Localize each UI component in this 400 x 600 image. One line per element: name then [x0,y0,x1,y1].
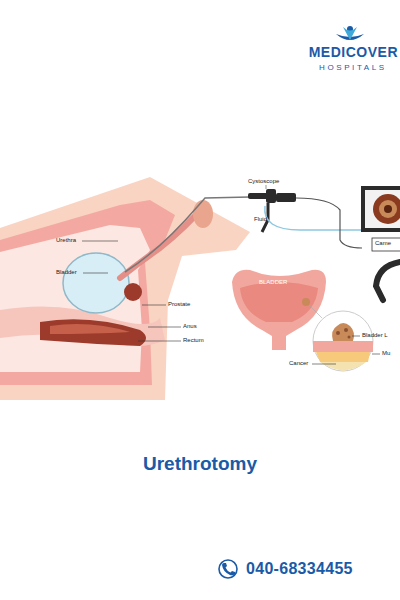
leader-line [352,336,360,337]
leader-line [266,185,267,189]
fat-layer [320,362,366,371]
part-label: Cystoscope [248,178,279,185]
part-label: Anus [183,323,197,330]
part-label: Mu [382,350,390,357]
logo-icon [336,26,364,40]
fold [0,306,165,346]
diagram-title: Urethrotomy [143,454,257,475]
logo-wordmark: MEDICOVER [309,45,398,60]
monitor-frame [361,186,400,232]
part-label: Rectum [183,337,204,344]
leader-line [142,305,166,306]
part-label: Bladder L [362,332,388,339]
organ-label: BLADDER [259,279,287,286]
leader-line [82,241,118,242]
bladder-detail [232,270,373,371]
leader-line [148,327,181,328]
leader-line [138,341,181,342]
phone-ring [219,560,237,578]
scope-view [373,194,400,224]
pelvic-cavity [0,225,150,372]
monitor [361,186,400,300]
scope-view-core [384,205,392,213]
bladder-wall [232,270,326,350]
tumor-cell [344,328,348,332]
camera-label-box [372,238,400,251]
zoom-line [309,305,322,318]
glans [193,200,213,228]
phone-icon [219,560,237,578]
part-label: Came [375,240,391,247]
fluid-line [265,206,362,230]
scope-body [248,193,268,199]
tumor-spot [302,298,310,306]
prostate [124,283,142,301]
scope-head [266,189,276,203]
leader-line [83,273,108,274]
part-label: Prostate [168,301,190,308]
leader-line [312,364,336,365]
scope-view-inner [379,200,397,218]
part-label: Bladder [56,269,77,276]
part-label: Cancer [289,360,308,367]
bladder [63,253,129,313]
logo-figure [343,27,357,40]
tumor-cell [348,336,351,339]
lining-layer [313,341,373,352]
rectum [40,319,146,346]
tissue [0,200,175,385]
body-section [0,177,250,400]
leader-line [372,354,380,355]
muscle-layer [316,352,370,362]
logo-subtitle: HOSPITALS [319,64,387,73]
camera-cable [296,198,362,248]
camera-tube [376,262,400,300]
tumor [332,323,354,341]
phone-number: 040-68334455 [246,560,353,578]
scope-shaft [125,197,250,272]
phone-handset [222,563,235,575]
part-label: Urethra [56,237,76,244]
bladder-lumen [240,282,318,322]
rectum-inner [50,324,130,334]
monitor-screen [365,190,400,228]
cystoscope [125,185,362,272]
leader-lines [82,241,380,364]
zoom-circle [313,311,373,371]
tumor-cell [336,331,340,335]
part-label: Fluid [254,216,267,223]
scope-eyepiece [276,193,296,202]
skin [0,177,250,400]
